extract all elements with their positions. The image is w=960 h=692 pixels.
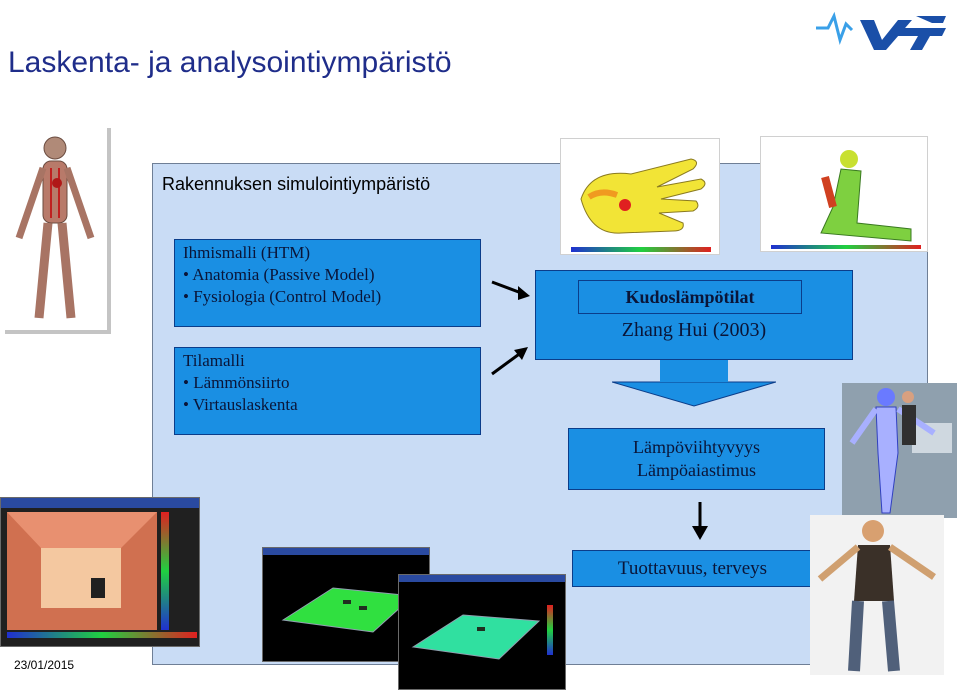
mesh-human-office-image bbox=[842, 383, 957, 518]
productivity-box: Tuottavuus, terveys bbox=[572, 550, 813, 587]
human-model-item: • Fysiologia (Control Model) bbox=[183, 287, 382, 306]
logo-pulse-line bbox=[816, 11, 854, 46]
thermal-comfort-line: Lämpöviihtyvyys bbox=[633, 437, 760, 457]
down-arrow-large bbox=[612, 360, 776, 407]
tissue-temperature-label: Kudoslämpötilat bbox=[578, 280, 802, 314]
page-title: Laskenta- ja analysointiympäristö bbox=[8, 46, 452, 79]
tissue-temperature-box: Kudoslämpötilat Zhang Hui (2003) bbox=[535, 270, 853, 360]
hand-temperature-image bbox=[560, 138, 720, 255]
human-model-item: • Anatomia (Passive Model) bbox=[183, 265, 375, 284]
human-avatar-image bbox=[810, 515, 944, 675]
input-arrows bbox=[491, 280, 530, 376]
logo-letter-v bbox=[860, 20, 912, 50]
down-arrow-small bbox=[692, 502, 708, 540]
vtt-logo bbox=[816, 11, 946, 50]
human-model-box: Ihmismalli (HTM) • Anatomia (Passive Mod… bbox=[174, 239, 481, 327]
seated-body-temperature-image bbox=[760, 136, 928, 252]
logo-letter-t1 bbox=[894, 28, 946, 50]
room-model-item: • Virtauslaskenta bbox=[183, 395, 298, 414]
room-model-box: Tilamalli • Lämmönsiirto • Virtauslasken… bbox=[174, 347, 481, 435]
logo-letter-t2 bbox=[916, 16, 946, 23]
room-simulation-screenshot bbox=[0, 497, 200, 647]
room-model-item: • Lämmönsiirto bbox=[183, 373, 290, 392]
thermal-comfort-box: Lämpöviihtyvyys Lämpöaiastimus bbox=[568, 428, 825, 490]
anatomy-figure-image bbox=[5, 128, 111, 334]
environment-label: Rakennuksen simulointiympäristö bbox=[162, 174, 431, 194]
arrow-from-room-model bbox=[491, 350, 523, 376]
slide-date: 23/01/2015 bbox=[14, 658, 75, 672]
tissue-temperature-reference: Zhang Hui (2003) bbox=[621, 319, 767, 341]
room-model-heading: Tilamalli bbox=[183, 351, 245, 370]
floor-simulation-screenshot-2 bbox=[398, 574, 566, 690]
human-model-heading: Ihmismalli (HTM) bbox=[183, 243, 311, 262]
thermal-comfort-line: Lämpöaiastimus bbox=[637, 460, 756, 480]
